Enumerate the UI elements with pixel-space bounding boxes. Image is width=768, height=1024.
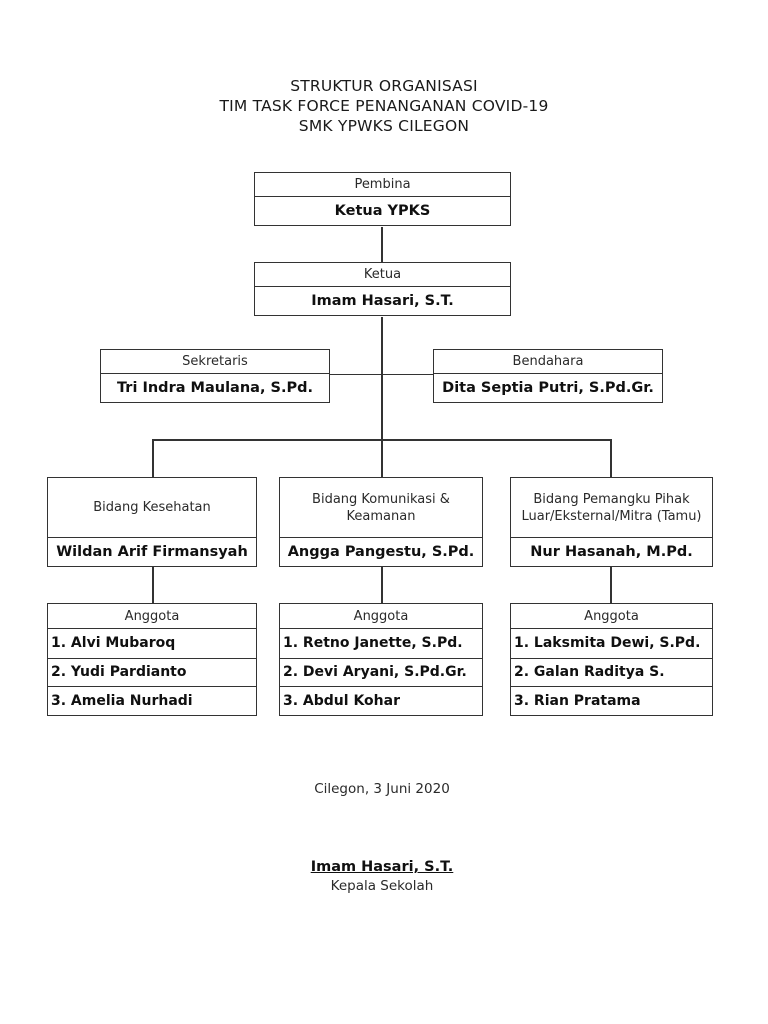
person-name-bidang-pemangku-pihak: Nur Hasanah, M.Pd.: [530, 544, 693, 560]
title-line-1: STRUKTUR ORGANISASI: [290, 77, 478, 95]
org-box-sekretaris: Sekretaris Tri Indra Maulana, S.Pd.: [100, 349, 330, 403]
member-item: 1. Retno Janette, S.Pd.: [283, 635, 463, 652]
connector-drop-left: [152, 439, 154, 478]
org-box-bidang-kesehatan: Bidang Kesehatan Wildan Arif Firmansyah: [47, 477, 257, 567]
connector-anggota-middle: [381, 565, 383, 604]
person-name-bidang-kesehatan: Wildan Arif Firmansyah: [56, 544, 248, 560]
signature-role: Kepala Sekolah: [330, 878, 434, 894]
org-box-bidang-komunikasi: Bidang Komunikasi & Keamanan Angga Pange…: [279, 477, 483, 567]
member-item: 3. Rian Pratama: [511, 686, 712, 715]
title-line-2: TIM TASK FORCE PENANGANAN COVID-19: [219, 97, 549, 115]
role-label-bendahara: Bendahara: [434, 350, 662, 374]
title-line-3: SMK YPWKS CILEGON: [298, 117, 470, 135]
connector-ketua-spine: [381, 317, 383, 478]
member-item: 2. Galan Raditya S.: [511, 657, 712, 687]
connector-anggota-right: [610, 565, 612, 604]
org-box-ketua: Ketua Imam Hasari, S.T.: [254, 262, 511, 316]
member-item: 1. Laksmita Dewi, S.Pd.: [514, 635, 701, 652]
dateline: Cilegon, 3 Juni 2020: [314, 781, 450, 797]
member-item: 3. Abdul Kohar: [280, 686, 482, 715]
org-box-bidang-pemangku-pihak: Bidang Pemangku Pihak Luar/Eksternal/Mit…: [510, 477, 713, 567]
org-box-bendahara: Bendahara Dita Septia Putri, S.Pd.Gr.: [433, 349, 663, 403]
role-label-bidang-pemangku-pihak: Bidang Pemangku Pihak Luar/Eksternal/Mit…: [511, 478, 712, 538]
member-item: 2. Devi Aryani, S.Pd.Gr.: [280, 657, 482, 687]
signature-name: Imam Hasari, S.T.: [310, 859, 454, 875]
person-name-bendahara: Dita Septia Putri, S.Pd.Gr.: [442, 380, 654, 396]
person-name-pembina: Ketua YPKS: [334, 203, 431, 219]
role-label-bidang-komunikasi: Bidang Komunikasi & Keamanan: [280, 478, 482, 538]
person-name-sekretaris: Tri Indra Maulana, S.Pd.: [117, 380, 313, 396]
connector-anggota-left: [152, 565, 154, 604]
org-box-anggota-komunikasi: Anggota 1. Retno Janette, S.Pd. 2. Devi …: [279, 603, 483, 716]
member-item: 1. Alvi Mubaroq: [51, 635, 176, 652]
org-box-anggota-pemangku-pihak: Anggota 1. Laksmita Dewi, S.Pd. 2. Galan…: [510, 603, 713, 716]
org-box-anggota-kesehatan: Anggota 1. Alvi Mubaroq 2. Yudi Pardiant…: [47, 603, 257, 716]
connector-sekretaris-bendahara: [329, 373, 434, 375]
org-box-pembina: Pembina Ketua YPKS: [254, 172, 511, 226]
connector-distribution-bar: [152, 439, 612, 441]
anggota-header-kesehatan: Anggota: [48, 604, 256, 629]
role-label-sekretaris: Sekretaris: [101, 350, 329, 374]
connector-drop-right: [610, 439, 612, 478]
member-item: 2. Yudi Pardianto: [48, 657, 256, 687]
anggota-header-komunikasi: Anggota: [280, 604, 482, 629]
document-title: STRUKTUR ORGANISASI TIM TASK FORCE PENAN…: [0, 76, 768, 136]
anggota-header-pemangku-pihak: Anggota: [511, 604, 712, 629]
role-label-bidang-kesehatan: Bidang Kesehatan: [48, 478, 256, 538]
person-name-ketua: Imam Hasari, S.T.: [311, 293, 454, 309]
person-name-bidang-komunikasi: Angga Pangestu, S.Pd.: [287, 544, 475, 560]
role-label-pembina: Pembina: [255, 173, 510, 197]
connector-pembina-ketua: [381, 227, 383, 263]
member-item: 3. Amelia Nurhadi: [48, 686, 256, 715]
role-label-ketua: Ketua: [255, 263, 510, 287]
